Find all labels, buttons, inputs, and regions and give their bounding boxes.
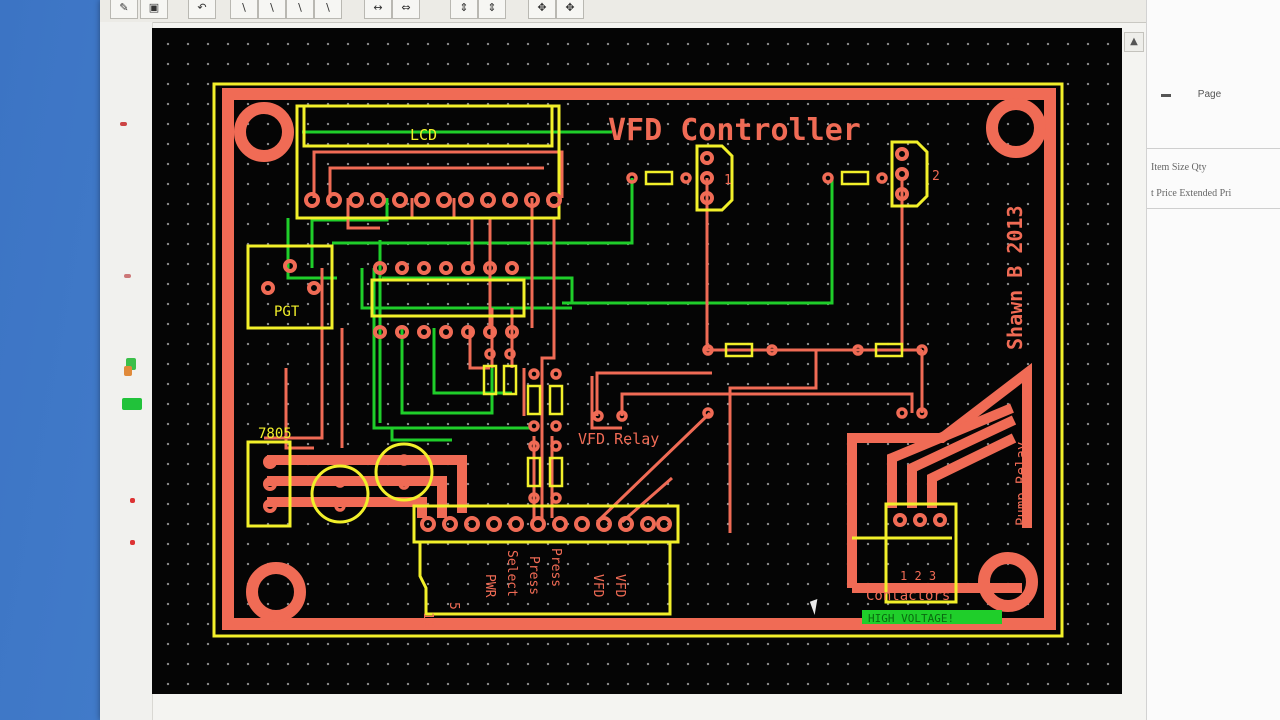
undo-button[interactable]: ↶: [188, 0, 216, 19]
mirror-button[interactable]: ⇔: [392, 0, 420, 19]
layer-orange-swatch[interactable]: [124, 366, 132, 376]
pump-relay-label: Pump Relay: [1014, 442, 1030, 526]
capacitors: [310, 442, 434, 524]
route-tool-button[interactable]: \: [230, 0, 258, 19]
svg-text:PWR: PWR: [482, 574, 497, 598]
regulator-footprint: [246, 440, 292, 528]
ic-footprint: [370, 278, 526, 318]
pane-divider: [1147, 148, 1280, 149]
lcd-pins: [304, 192, 562, 208]
zoom-in-button[interactable]: ✥: [528, 0, 556, 19]
high-voltage-marker: [862, 610, 1002, 624]
zoom-out-button[interactable]: ✥: [556, 0, 584, 19]
regulator-label: 7805: [258, 426, 292, 442]
ground-ring-trace: [222, 88, 1056, 630]
board-outline: [212, 82, 1064, 638]
svg-text:Press: Press: [526, 556, 541, 595]
q2-footprint: [890, 140, 929, 208]
save-button[interactable]: ▣: [140, 0, 168, 19]
bottom-layer-traces: [286, 130, 834, 442]
marker-red-dot-2: [130, 540, 135, 545]
contactors-label: Contactors: [866, 588, 950, 604]
left-tool-strip: [100, 22, 153, 720]
right-pane-toolbar: ▬ Page: [1147, 84, 1280, 106]
mounting-hole-tl: [234, 102, 294, 162]
svg-text:5: 5: [446, 602, 461, 610]
svg-text:VFD: VFD: [612, 574, 627, 598]
pcb-canvas[interactable]: LCD VFD Controller Shawn B 2013 PGT: [152, 28, 1122, 694]
mounting-hole-tr: [986, 98, 1046, 158]
vfd-relay-label: VFD Relay: [578, 430, 659, 448]
terminal-pins: [420, 516, 672, 532]
marker-red-dot: [130, 498, 135, 503]
route-tool-2-button[interactable]: \: [258, 0, 286, 19]
pcb-drawing[interactable]: LCD VFD Controller Shawn B 2013 PGT: [152, 28, 1122, 694]
q1-label: 1: [724, 173, 732, 188]
q1-footprint: [695, 144, 734, 212]
page-menu-label[interactable]: Page: [1197, 89, 1222, 100]
horizontal-resistors: [644, 170, 904, 358]
background-document-pane: ▬ Page Item Size Qty t Price Extended Pr…: [1146, 0, 1280, 720]
new-file-button[interactable]: ✎: [110, 0, 138, 19]
power-traces: [267, 362, 1032, 593]
editor-toolbar: ✎ ▣ ↶ \ \ \ \ ↔ ⇔ ⇕ ⇕ ✥ ✥: [100, 0, 1150, 23]
layer-green-swatch[interactable]: [126, 358, 136, 370]
pan-tool-button[interactable]: ↔: [364, 0, 392, 19]
high-voltage-label: HIGH VOLTAGE!: [868, 612, 954, 625]
terminal-block-footprint: [412, 504, 680, 544]
align-2-button[interactable]: ⇕: [478, 0, 506, 19]
page-menu-icon[interactable]: ▬: [1161, 89, 1171, 100]
svg-text:12: 12: [420, 612, 435, 628]
mounting-hole-bl: [246, 562, 306, 622]
q2-label: 2: [932, 169, 940, 184]
contactor-pins-label: 1 2 3: [900, 569, 936, 583]
terminal-labels: 12 5 PWR Select Press Press VFD VFD: [420, 548, 627, 628]
scroll-up-button[interactable]: ▲: [1124, 32, 1144, 52]
svg-text:Select: Select: [504, 550, 519, 597]
pane-divider-2: [1147, 208, 1280, 209]
route-tool-4-button[interactable]: \: [314, 0, 342, 19]
pane-text-line-1: Item Size Qty: [1151, 162, 1207, 173]
board-title: VFD Controller: [608, 113, 861, 148]
svg-text:Press: Press: [548, 548, 563, 587]
svg-text:VFD: VFD: [590, 574, 605, 598]
layer-active-swatch[interactable]: [122, 398, 142, 410]
pane-text-line-2: t Price Extended Pri: [1151, 188, 1232, 199]
board-author: Shawn B 2013: [1003, 206, 1027, 351]
contactor-footprint: [884, 502, 958, 604]
align-button[interactable]: ⇕: [450, 0, 478, 19]
pgt-footprint: [246, 244, 334, 330]
resistor-array: [482, 364, 564, 488]
route-tool-3-button[interactable]: \: [286, 0, 314, 19]
marker-dash: [124, 274, 131, 278]
mounting-hole-br: [978, 552, 1038, 612]
pgt-label: PGT: [274, 304, 300, 320]
ic-pins: [373, 261, 519, 339]
lcd-label: LCD: [410, 126, 437, 144]
marker-red: [120, 122, 127, 126]
